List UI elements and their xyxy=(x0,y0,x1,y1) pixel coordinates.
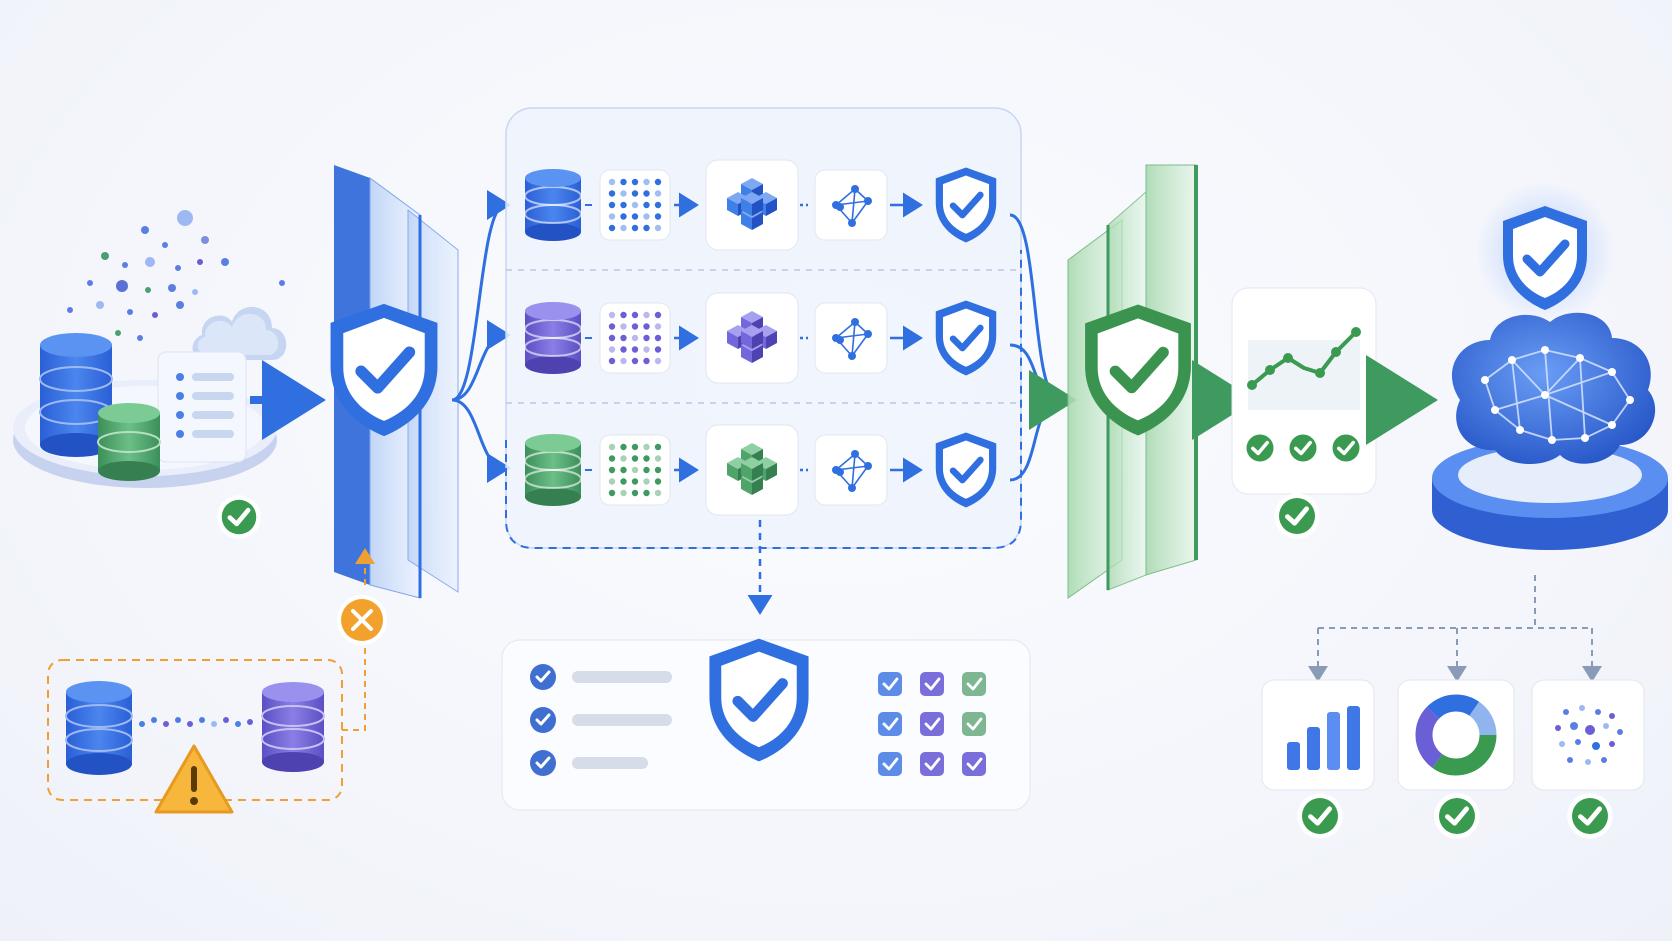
scatter-icon xyxy=(1555,705,1623,765)
check-box-icon xyxy=(962,712,986,736)
database-icon xyxy=(65,681,133,775)
network-icon xyxy=(814,434,888,506)
check-badge-icon xyxy=(1297,793,1343,839)
pipeline-lanes xyxy=(524,159,996,516)
pipeline-lane xyxy=(524,292,996,384)
database-icon xyxy=(524,169,582,241)
check-badge-icon xyxy=(1567,793,1613,839)
network-icon xyxy=(814,169,888,241)
output-scatter xyxy=(1531,679,1645,791)
check-box-icon xyxy=(920,712,944,736)
audit-report xyxy=(501,639,1031,811)
check-badge-icon xyxy=(1434,793,1480,839)
check-badge-icon xyxy=(1274,493,1320,539)
database-icon xyxy=(524,434,582,506)
check-box-icon xyxy=(962,752,986,776)
rejected-source xyxy=(47,659,343,814)
error-x-icon xyxy=(337,595,387,645)
check-box-icon xyxy=(962,672,986,696)
grid-dots-icon xyxy=(599,169,671,241)
check-box-icon xyxy=(920,752,944,776)
network-icon xyxy=(814,302,888,374)
database-icon xyxy=(261,682,325,772)
output-connectors xyxy=(1308,575,1602,682)
brain-icon xyxy=(1451,312,1656,465)
cubes-icon xyxy=(705,424,799,516)
check-box-icon xyxy=(878,672,902,696)
rejected-path xyxy=(342,630,366,731)
bar-chart-icon xyxy=(1287,706,1360,770)
check-box-icon xyxy=(920,672,944,696)
report-list xyxy=(530,664,672,776)
check-box-icon xyxy=(878,712,902,736)
output-donut-chart xyxy=(1397,679,1515,791)
document-icon xyxy=(157,351,247,463)
report-check-grid xyxy=(878,672,986,776)
grid-dots-icon xyxy=(599,302,671,374)
cloud-icon xyxy=(192,306,287,360)
check-badge-icon xyxy=(217,495,261,539)
monitoring-panel xyxy=(1231,287,1377,495)
donut-chart-icon xyxy=(1415,694,1497,776)
database-icon xyxy=(524,302,582,374)
pipeline-lane xyxy=(524,159,996,251)
raw-sources xyxy=(13,210,287,539)
validation-gate xyxy=(1067,164,1198,599)
output-bar-chart xyxy=(1261,679,1375,791)
pipeline-lane xyxy=(524,424,996,516)
warning-icon xyxy=(154,744,234,814)
database-icon xyxy=(97,403,161,481)
cubes-icon xyxy=(705,292,799,384)
ai-model xyxy=(1432,182,1668,550)
ingestion-gate xyxy=(331,165,459,599)
cubes-icon xyxy=(705,159,799,251)
check-box-icon xyxy=(878,752,902,776)
branch-arrows xyxy=(451,190,511,483)
grid-dots-icon xyxy=(599,434,671,506)
particle-cloud xyxy=(67,210,285,341)
line-chart-icon xyxy=(1247,327,1361,390)
